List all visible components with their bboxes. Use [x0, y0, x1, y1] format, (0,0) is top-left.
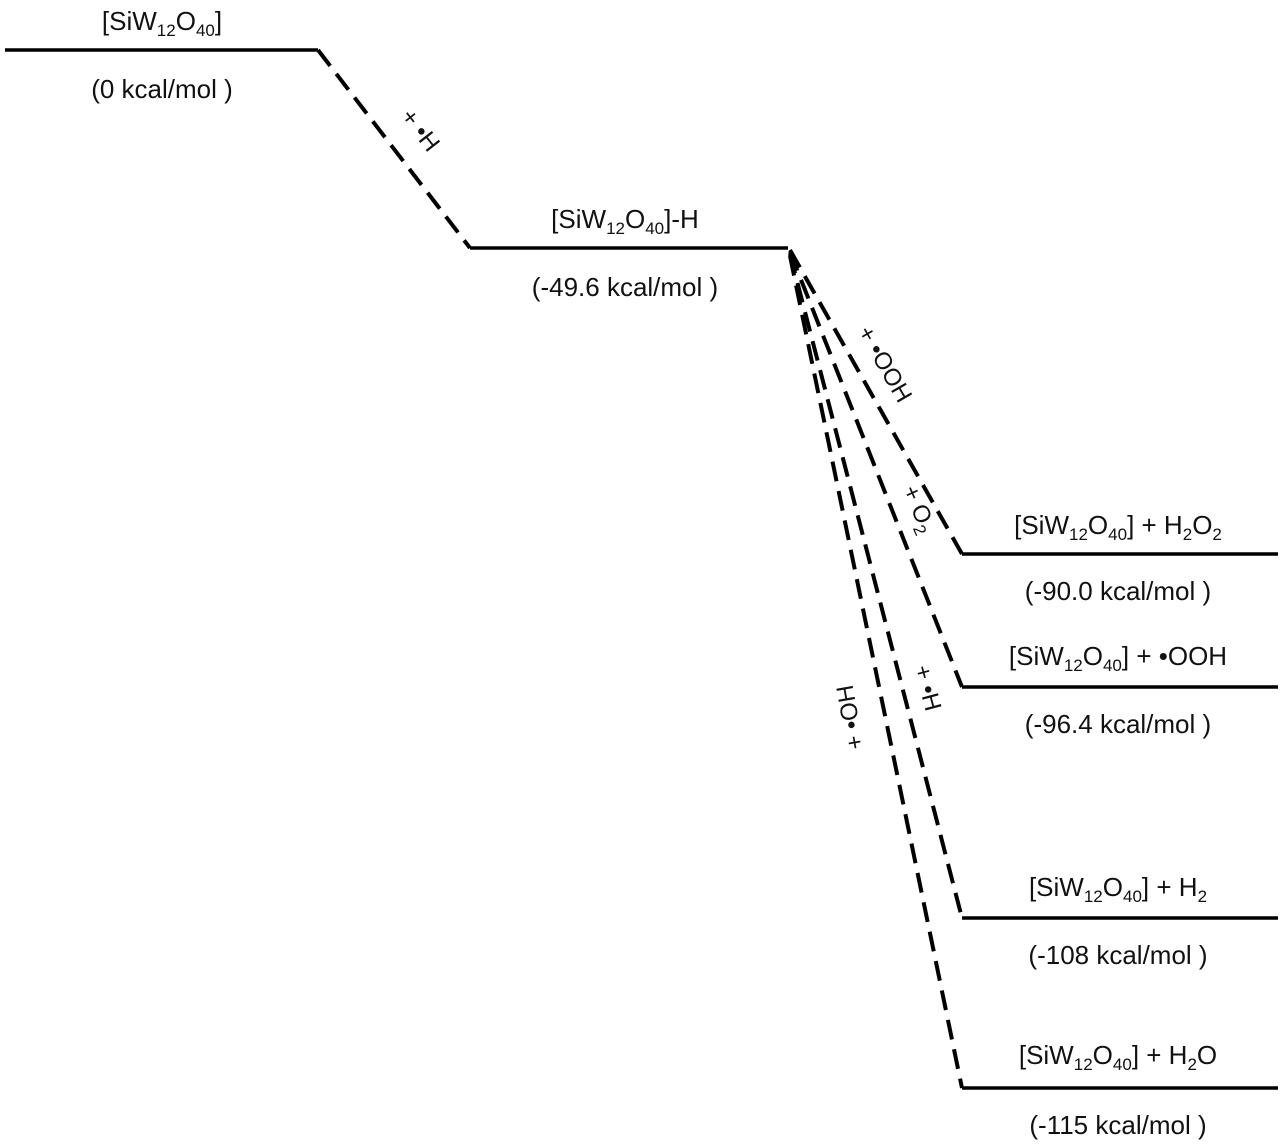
- path-label-add-ooh: + •OOH: [852, 321, 917, 407]
- energy-label-h2o2: (-90.0 kcal/mol ): [1025, 576, 1211, 606]
- path-intermediate-to-h2o: [788, 255, 964, 1089]
- energy-label-intermediate: (-49.6 kcal/mol ): [532, 272, 718, 302]
- path-intermediate-to-h2: [788, 253, 964, 919]
- energy-label-h2o: (-115 kcal/mol ): [1029, 1110, 1206, 1140]
- path-label-add-oh: + •OH: [832, 683, 870, 752]
- species-label-intermediate: [SiW12O40]-H: [551, 204, 699, 238]
- species-label-ooh: [SiW12O40] + •OOH: [1009, 641, 1227, 675]
- path-intermediate-to-h2o2: [788, 249, 964, 555]
- energy-label-h2: (-108 kcal/mol ): [1028, 940, 1207, 970]
- path-intermediate-to-ooh: [788, 251, 964, 688]
- species-label-h2o: [SiW12O40] + H2O: [1019, 1040, 1217, 1074]
- species-label-h2: [SiW12O40] + H2: [1029, 872, 1207, 906]
- path-label-add-h: + •H: [908, 662, 946, 714]
- path-reactant-to-intermediate: [316, 48, 472, 250]
- energy-label-ooh: (-96.4 kcal/mol ): [1025, 709, 1211, 739]
- species-label-h2o2: [SiW12O40] + H2O2: [1014, 510, 1222, 544]
- path-label-add-h-first: + •H: [395, 104, 445, 157]
- path-label-add-o2: + O2: [893, 481, 941, 538]
- species-label-reactant: [SiW12O40]: [102, 6, 222, 40]
- energy-label-reactant: (0 kcal/mol ): [91, 74, 233, 104]
